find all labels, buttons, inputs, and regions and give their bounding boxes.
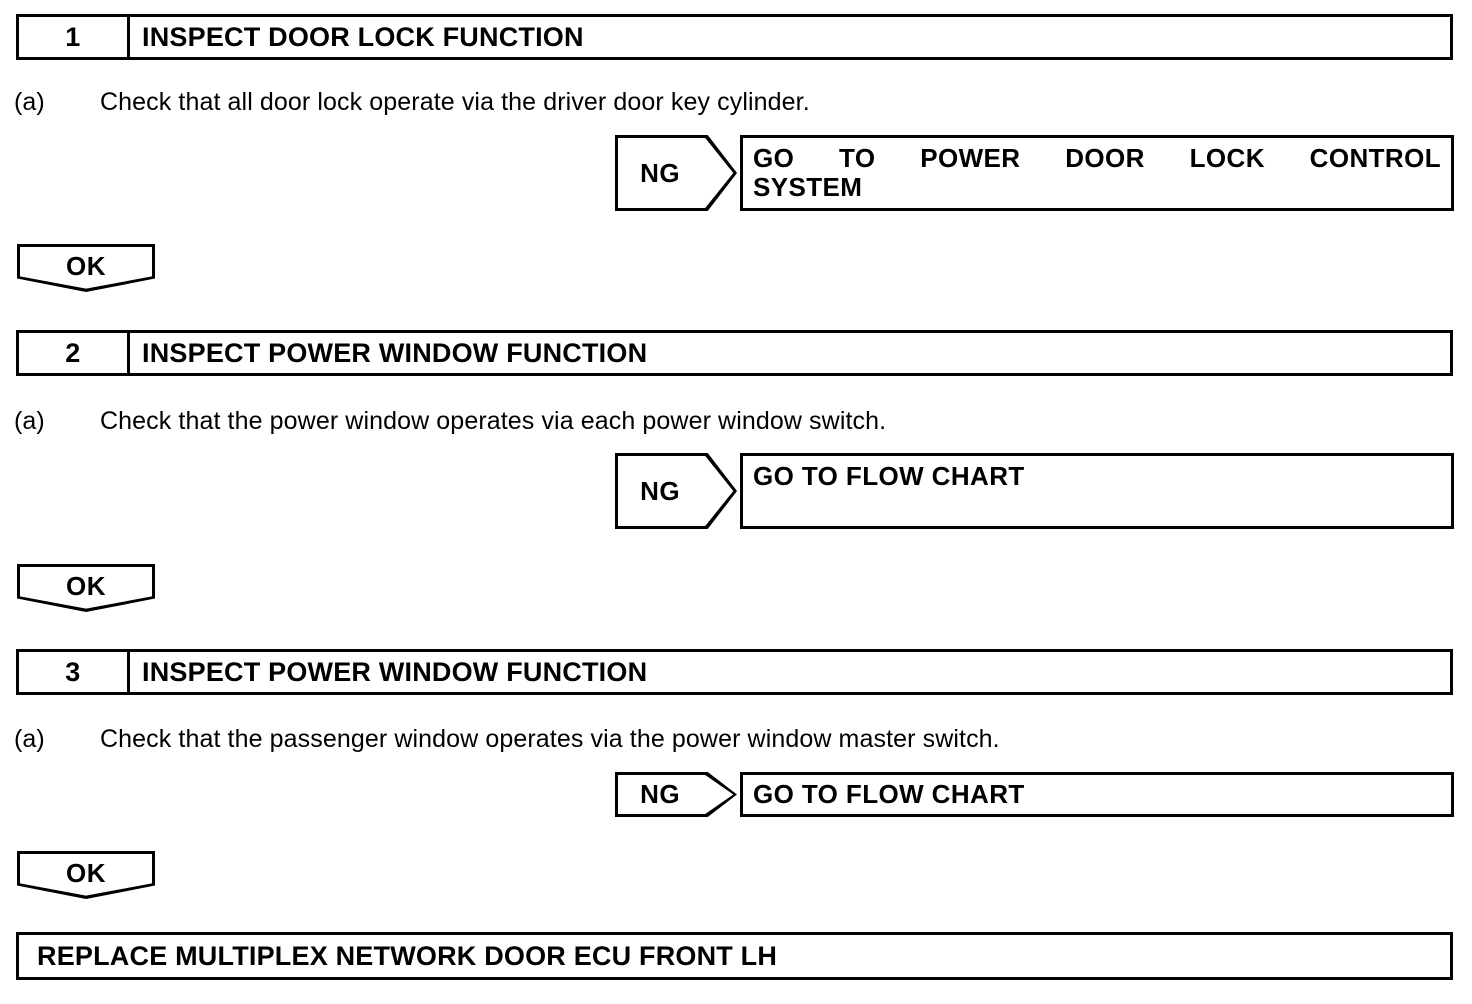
- ng-result-line1-1: GO TO POWER DOOR LOCK CONTROL: [753, 143, 1441, 173]
- ng-label-3: NG: [640, 779, 681, 809]
- step-number-3: 3: [19, 652, 130, 692]
- step-instruction-1: (a) Check that all door lock operate via …: [14, 88, 810, 117]
- ok-tag-1[interactable]: OK: [17, 244, 155, 292]
- ok-tag-3[interactable]: OK: [17, 851, 155, 899]
- step-number-2: 2: [19, 333, 130, 373]
- ng-label-1: NG: [640, 157, 681, 188]
- ng-result-box-1[interactable]: GO TO POWER DOOR LOCK CONTROL SYSTEM: [740, 135, 1454, 211]
- ng-label-2: NG: [640, 475, 681, 506]
- ng-result-box-3[interactable]: GO TO FLOW CHART: [740, 772, 1454, 817]
- instruction-text-3: Check that the passenger window operates…: [100, 725, 1000, 753]
- item-marker-1: (a): [14, 88, 45, 116]
- ng-result-line2-1: SYSTEM: [753, 172, 863, 203]
- ng-tag-fill-1: [618, 138, 734, 208]
- ng-tag-fill-3: [618, 775, 734, 814]
- ng-result-box-2[interactable]: GO TO FLOW CHART: [740, 453, 1454, 529]
- ng-tag-2[interactable]: NG: [615, 453, 737, 529]
- final-action-label: REPLACE MULTIPLEX NETWORK DOOR ECU FRONT…: [37, 940, 778, 971]
- ng-tag-3[interactable]: NG: [615, 772, 737, 817]
- ng-tag-1[interactable]: NG: [615, 135, 737, 211]
- instruction-text-1: Check that all door lock operate via the…: [100, 88, 810, 116]
- step-number-1: 1: [19, 17, 130, 57]
- ng-tag-fill-2: [618, 456, 734, 526]
- ng-result-line1-2: GO TO FLOW CHART: [753, 461, 1025, 491]
- ok-label-3: OK: [66, 858, 106, 888]
- ok-label-1: OK: [66, 251, 106, 281]
- ok-label-2: OK: [66, 571, 106, 601]
- item-marker-3: (a): [14, 725, 45, 753]
- step-title-3: INSPECT POWER WINDOW FUNCTION: [142, 656, 648, 687]
- step-title-1: INSPECT DOOR LOCK FUNCTION: [142, 21, 584, 52]
- ok-tag-2[interactable]: OK: [17, 564, 155, 612]
- instruction-text-2: Check that the power window operates via…: [100, 407, 887, 435]
- ng-result-line1-3: GO TO FLOW CHART: [753, 778, 1025, 809]
- step-header-2: 2 INSPECT POWER WINDOW FUNCTION: [16, 330, 1453, 376]
- step-title-2: INSPECT POWER WINDOW FUNCTION: [142, 337, 648, 368]
- step-instruction-3: (a) Check that the passenger window opera…: [14, 725, 1000, 754]
- step-header-3: 3 INSPECT POWER WINDOW FUNCTION: [16, 649, 1453, 695]
- item-marker-2: (a): [14, 407, 45, 435]
- step-header-1: 1 INSPECT DOOR LOCK FUNCTION: [16, 14, 1453, 60]
- step-instruction-2: (a) Check that the power window operates …: [14, 407, 886, 436]
- final-action-box[interactable]: REPLACE MULTIPLEX NETWORK DOOR ECU FRONT…: [16, 932, 1453, 980]
